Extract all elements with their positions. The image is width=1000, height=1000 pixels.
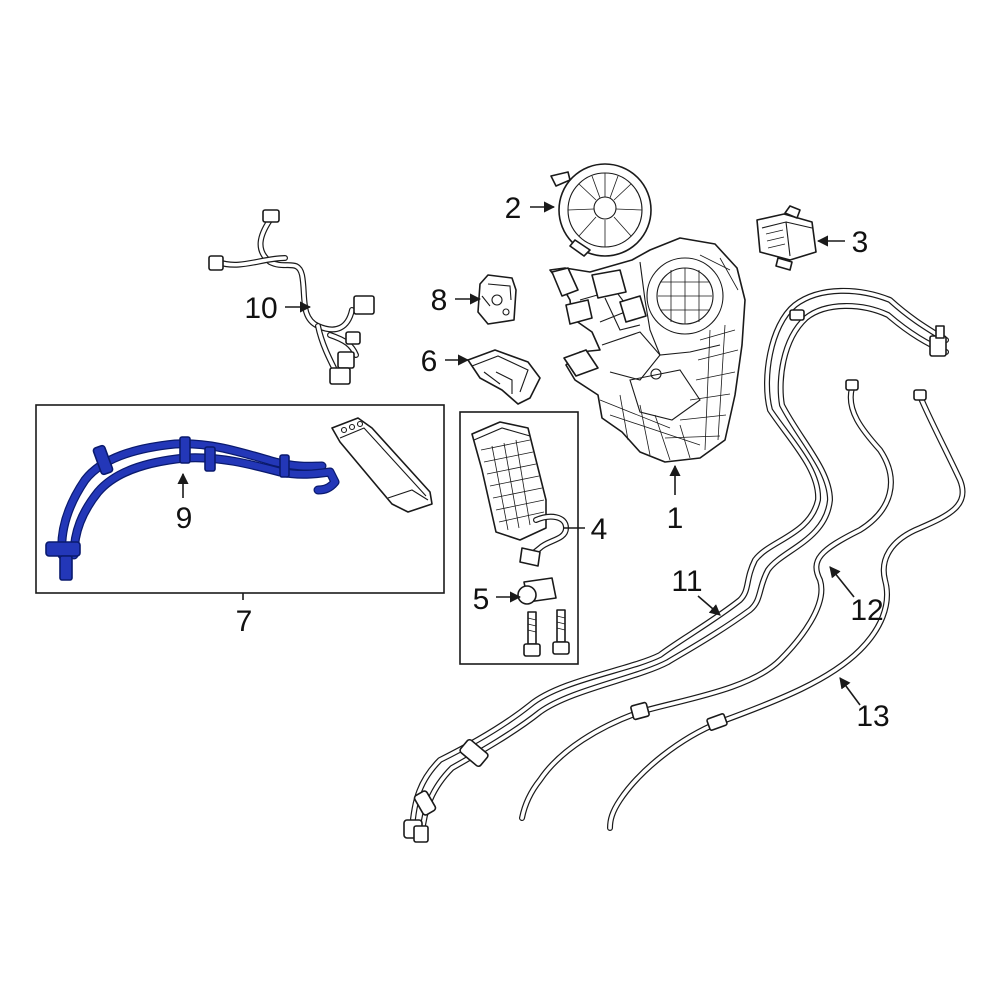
kit-frame <box>35 404 445 594</box>
wiring-harness <box>208 209 375 385</box>
callout-13: 13 <box>856 700 889 733</box>
evaporator-frame <box>459 411 579 665</box>
callout-8: 8 <box>431 284 448 317</box>
mount-bolts <box>523 609 570 657</box>
callout-11: 11 <box>671 565 702 598</box>
blower-resistor <box>756 205 817 271</box>
callout-2: 2 <box>505 192 522 225</box>
heater-core-in-kit <box>331 417 433 513</box>
expansion-valve <box>517 577 557 605</box>
leader-13 <box>839 677 861 706</box>
duct-bracket <box>467 349 541 405</box>
mode-actuator <box>477 274 517 325</box>
ac-line-11 <box>403 287 949 843</box>
callout-12: 12 <box>850 594 883 627</box>
callout-9: 9 <box>176 502 193 535</box>
callout-10: 10 <box>244 292 277 325</box>
callout-3: 3 <box>852 226 869 259</box>
callout-1: 1 <box>667 502 684 535</box>
callout-6: 6 <box>421 345 438 378</box>
evaporator-core <box>471 421 569 567</box>
blower-motor <box>550 163 652 257</box>
leader-12 <box>829 566 855 598</box>
leader-11 <box>697 595 721 616</box>
hose-kit-part-9 <box>45 436 340 581</box>
hvac-housing <box>549 237 746 463</box>
callout-7: 7 <box>236 605 253 638</box>
ac-line-12 <box>519 379 894 821</box>
callout-4: 4 <box>591 513 608 546</box>
ac-line-13 <box>607 389 966 831</box>
callout-5: 5 <box>473 583 490 616</box>
